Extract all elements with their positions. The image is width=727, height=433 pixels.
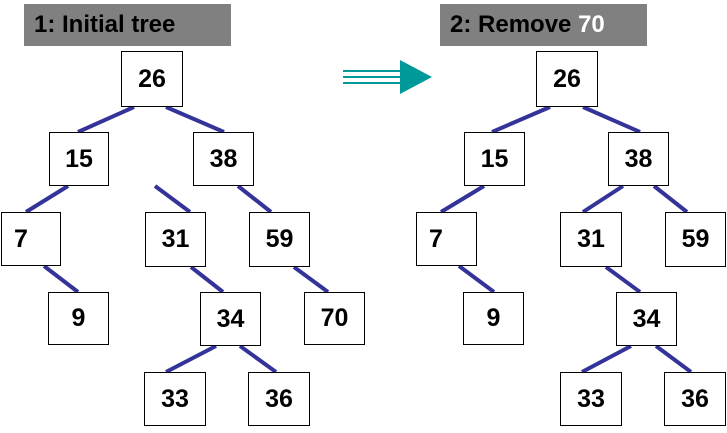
tree1-node: 31: [145, 212, 206, 267]
tree-edge: [165, 344, 217, 374]
tree1-node: 59: [249, 212, 310, 267]
tree1-node: 15: [49, 132, 109, 186]
panel-1-title: 1: Initial tree: [24, 4, 231, 46]
tree-edge: [582, 105, 641, 134]
panel-2-title-value: 70: [578, 11, 605, 38]
tree-edge: [652, 184, 689, 214]
tree-edge: [42, 264, 80, 294]
tree-edge: [439, 184, 486, 214]
tree-edge: [604, 265, 642, 294]
tree-edge: [77, 105, 135, 134]
tree-edge: [189, 265, 225, 294]
tree2-node: 7: [416, 212, 477, 266]
tree-edge: [581, 344, 632, 374]
tree1-node: 33: [144, 372, 206, 426]
tree-edge: [581, 184, 625, 214]
right-arrow-icon: [343, 60, 432, 94]
tree-edge: [238, 344, 278, 374]
tree-edge: [236, 184, 273, 214]
tree2-node: 38: [608, 132, 669, 186]
panel-2-title: 2: Remove 70: [440, 4, 647, 46]
tree2-node: 9: [463, 292, 524, 345]
tree-edge: [292, 265, 330, 294]
tree2-node: 31: [560, 212, 622, 267]
tree-edge: [457, 264, 496, 294]
tree1-node: 38: [193, 132, 254, 186]
panel-2-title-prefix: 2: Remove: [450, 11, 579, 38]
tree1-node: 36: [248, 372, 310, 426]
tree2-node: 36: [664, 372, 726, 426]
panel-1-title-text: 1: Initial tree: [34, 11, 176, 38]
tree-edge: [153, 184, 192, 214]
tree2-node: 33: [560, 372, 622, 426]
tree2-node: 26: [536, 51, 598, 107]
tree-edge: [165, 105, 225, 134]
tree1-node: 26: [121, 51, 183, 107]
tree1-node: 7: [1, 212, 61, 266]
tree2-node: 59: [665, 212, 726, 267]
tree-edge: [491, 105, 551, 134]
tree-edge: [654, 344, 693, 374]
tree2-node: 34: [616, 292, 677, 346]
tree1-node: 9: [48, 292, 109, 345]
tree1-node: 34: [200, 292, 261, 346]
tree-edge: [24, 184, 70, 214]
tree1-node: 70: [304, 292, 365, 345]
tree2-node: 15: [464, 132, 525, 186]
